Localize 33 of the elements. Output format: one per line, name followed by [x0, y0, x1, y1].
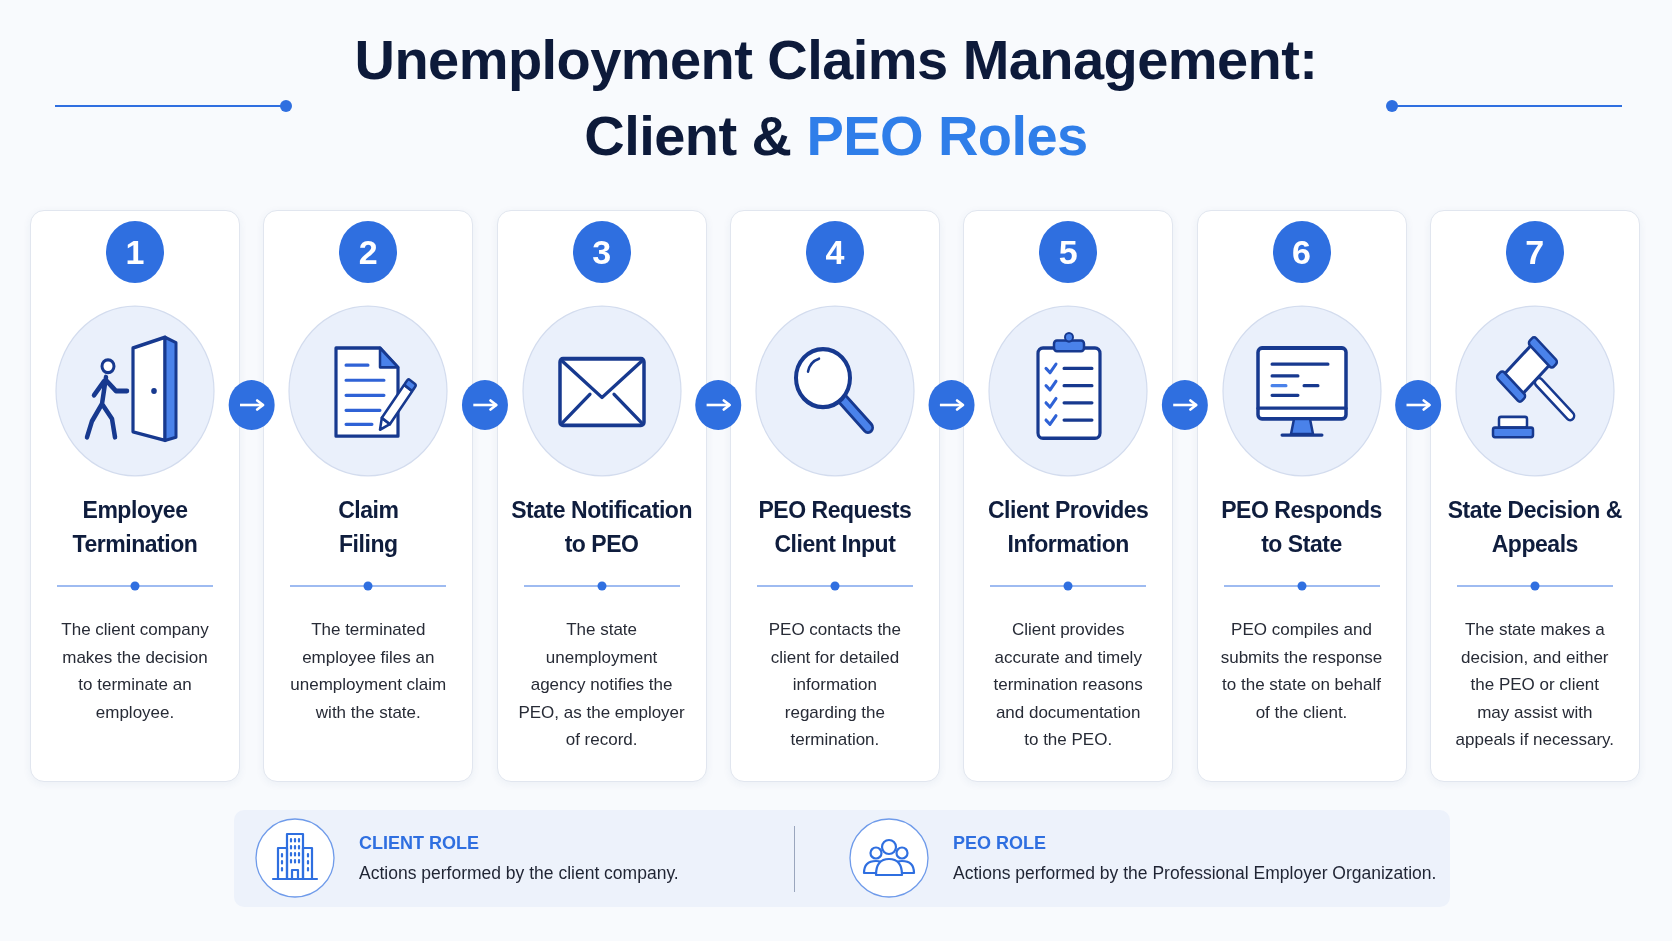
step-description: PEO contacts the client for detailed information regarding the termination.: [767, 619, 903, 752]
step-description: The state unemployment agency notifies the PEO, as the employer of record.: [517, 619, 686, 752]
step-card: [1429, 210, 1640, 782]
step-number: 1: [106, 221, 164, 283]
step-card: [729, 210, 940, 782]
legend-heading: CLIENT ROLE: [359, 832, 479, 854]
step-description: PEO compiles and submits the response to the state on behalf of the client.: [1219, 619, 1384, 724]
legend-heading: PEO ROLE: [953, 832, 1046, 854]
step-title: State Notification to PEO: [510, 496, 693, 559]
step-title: PEO Responds to State: [1220, 496, 1383, 559]
step-number: 3: [572, 221, 631, 283]
step-card: [30, 210, 240, 782]
step-title: Employee Termination: [71, 496, 199, 559]
step-title: Claim Filing: [337, 496, 400, 559]
step-description: The terminated employee files an unemployment claim with the state.: [289, 619, 448, 724]
step-description: The client company makes the decision to terminate an employee.: [60, 619, 210, 724]
step-card: [1196, 210, 1407, 782]
step-card: [963, 210, 1174, 782]
step-description: The state makes a decision, and either the PEO or client may assist with appeals if necessary.: [1454, 619, 1615, 752]
step-number: 6: [1272, 221, 1331, 283]
step-title: State Decision & Appeals: [1446, 496, 1623, 559]
step-card: [263, 210, 474, 782]
step-number: 5: [1039, 221, 1098, 283]
step-card: [496, 210, 707, 782]
step-number: 2: [339, 221, 398, 283]
step-number: 7: [1505, 221, 1564, 283]
step-description: Client provides accurate and timely termination reasons and documentation to the PEO.: [992, 619, 1144, 752]
title: Unemployment Claims Management: Client & PEO Roles: [354, 27, 1318, 169]
legend-description: Actions performed by the Professional Employer Organization.: [953, 863, 1437, 883]
legend-description: Actions performed by the client company.: [359, 863, 679, 883]
step-title: Client Provides Information: [986, 496, 1150, 559]
step-number: 4: [805, 221, 864, 283]
step-title: PEO Requests Client Input: [757, 496, 913, 559]
